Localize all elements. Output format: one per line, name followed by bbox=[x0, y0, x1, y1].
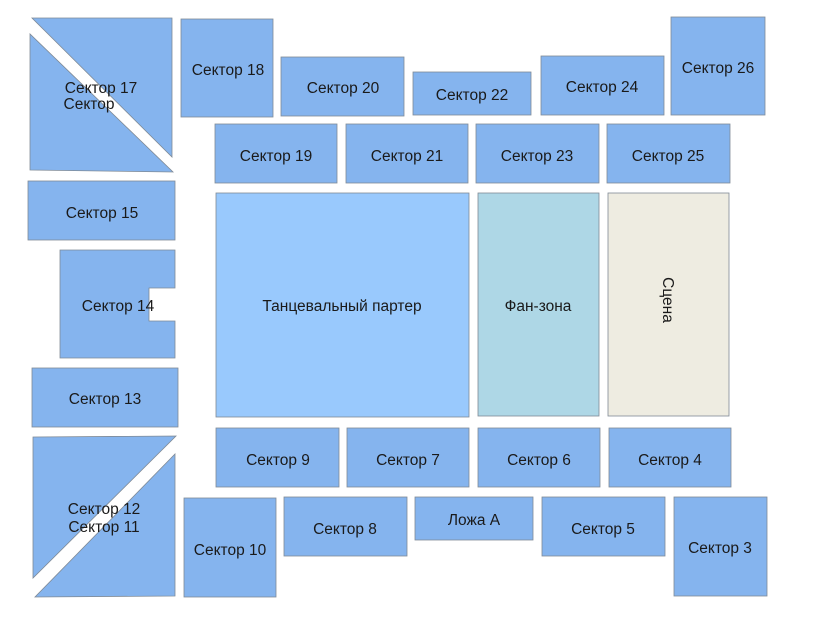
sector-11[interactable] bbox=[34, 453, 176, 598]
sector-14[interactable] bbox=[59, 249, 176, 359]
sector-19[interactable] bbox=[214, 123, 338, 184]
sector-21[interactable] bbox=[345, 123, 469, 184]
sector-8[interactable] bbox=[283, 496, 408, 557]
sector-20[interactable] bbox=[280, 56, 405, 117]
sector-9[interactable] bbox=[215, 427, 340, 488]
sector-5[interactable] bbox=[541, 496, 666, 557]
sector-26[interactable] bbox=[670, 16, 766, 116]
sector-6[interactable] bbox=[477, 427, 601, 488]
sector-3[interactable] bbox=[673, 496, 768, 597]
fan-zone[interactable] bbox=[477, 192, 600, 417]
sector-16[interactable] bbox=[29, 33, 175, 173]
sector-10[interactable] bbox=[183, 497, 277, 598]
stage bbox=[607, 192, 730, 417]
sector-24[interactable] bbox=[540, 55, 665, 116]
sector-18[interactable] bbox=[180, 18, 274, 118]
sector-12[interactable] bbox=[32, 435, 177, 579]
dance-floor[interactable] bbox=[215, 192, 470, 418]
sector-22[interactable] bbox=[412, 71, 532, 116]
sector-23[interactable] bbox=[475, 123, 600, 184]
sector-13[interactable] bbox=[31, 367, 179, 428]
sector-7[interactable] bbox=[346, 427, 470, 488]
sector-15[interactable] bbox=[27, 180, 176, 241]
sector-25[interactable] bbox=[606, 123, 731, 184]
sector-17[interactable] bbox=[31, 17, 173, 158]
box-a[interactable] bbox=[414, 496, 534, 541]
sector-4[interactable] bbox=[608, 427, 732, 488]
